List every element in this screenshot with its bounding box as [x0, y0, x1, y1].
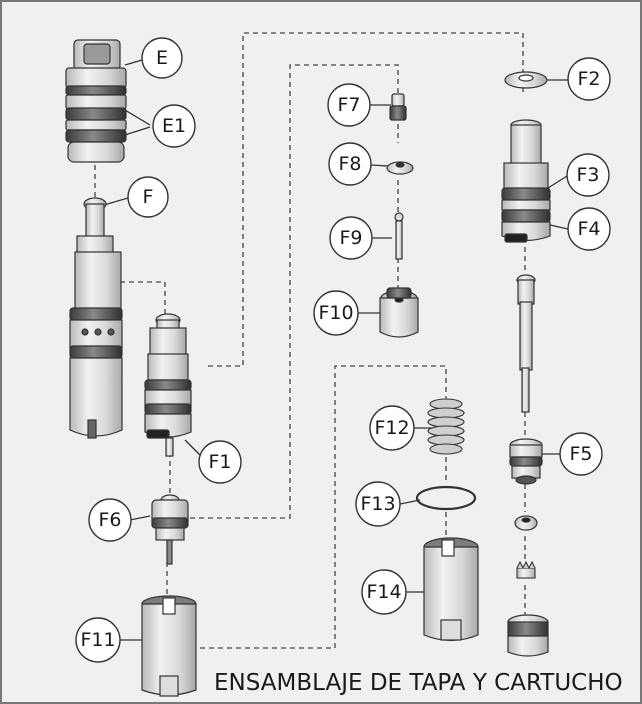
part-f6-valve	[151, 494, 189, 565]
callout-f13: F13	[355, 481, 401, 527]
part-stem-rod	[516, 274, 536, 413]
callout-f9: F9	[329, 216, 373, 260]
callout-e-label: E	[156, 47, 168, 69]
callout-f14-label: F14	[366, 581, 401, 603]
part-f7-screw	[389, 93, 407, 121]
callout-f6-label: F6	[98, 509, 121, 531]
part-f4-base	[501, 209, 551, 243]
callout-f7: F7	[327, 83, 371, 127]
callout-f12: F12	[369, 405, 415, 451]
callout-f4-label: F4	[577, 218, 600, 240]
assembly-guide-lines	[94, 32, 526, 649]
callout-f6: F6	[88, 498, 132, 542]
part-f13-snap-ring	[415, 485, 477, 511]
callout-f5: F5	[559, 432, 603, 476]
part-f12-spring	[427, 398, 465, 455]
callout-f8-label: F8	[338, 153, 361, 175]
callout-f3: F3	[566, 153, 610, 197]
callout-f1: F1	[198, 440, 242, 484]
callout-e1-label: E1	[162, 115, 186, 137]
part-f10-seat	[379, 287, 419, 338]
callout-f14: F14	[361, 569, 407, 615]
callout-f10: F10	[313, 290, 359, 336]
callouts: E E1 F F1 F2 F3 F4 F5 F6 F7 F8 F9 F10 F1…	[75, 37, 611, 663]
callout-e1: E1	[152, 104, 196, 148]
callout-f5-label: F5	[569, 443, 592, 465]
part-f2-washer	[504, 71, 548, 89]
callout-e: E	[141, 37, 183, 79]
callout-f2: F2	[567, 57, 611, 101]
part-f8-washer	[386, 161, 414, 175]
part-f5-valve	[509, 438, 543, 485]
part-f14-sleeve	[423, 537, 479, 642]
diagram-caption: ENSAMBLAJE DE TAPA Y CARTUCHO	[214, 670, 623, 696]
part-bottom-seat	[507, 614, 549, 657]
callout-f: F	[127, 176, 169, 218]
part-small-crown	[516, 560, 536, 579]
callout-f8: F8	[328, 142, 372, 186]
part-f9-pin	[394, 212, 404, 260]
callout-f10-label: F10	[318, 302, 353, 324]
callout-f12-label: F12	[374, 417, 409, 439]
part-small-washer	[514, 515, 538, 531]
callout-f11-label: F11	[80, 629, 115, 651]
callout-f11: F11	[75, 617, 121, 663]
callout-f1-label: F1	[208, 451, 231, 473]
callout-f7-label: F7	[337, 94, 360, 116]
part-f1-cartridge	[144, 313, 192, 457]
callout-f-label: F	[143, 186, 154, 208]
callout-f13-label: F13	[360, 493, 395, 515]
callout-f2-label: F2	[577, 68, 600, 90]
part-f-cartridge	[69, 197, 123, 439]
callout-f9-label: F9	[339, 227, 362, 249]
callout-f3-label: F3	[576, 164, 599, 186]
callout-f4: F4	[567, 207, 611, 251]
part-f11-sleeve	[141, 595, 197, 697]
part-e-cap	[65, 39, 127, 163]
